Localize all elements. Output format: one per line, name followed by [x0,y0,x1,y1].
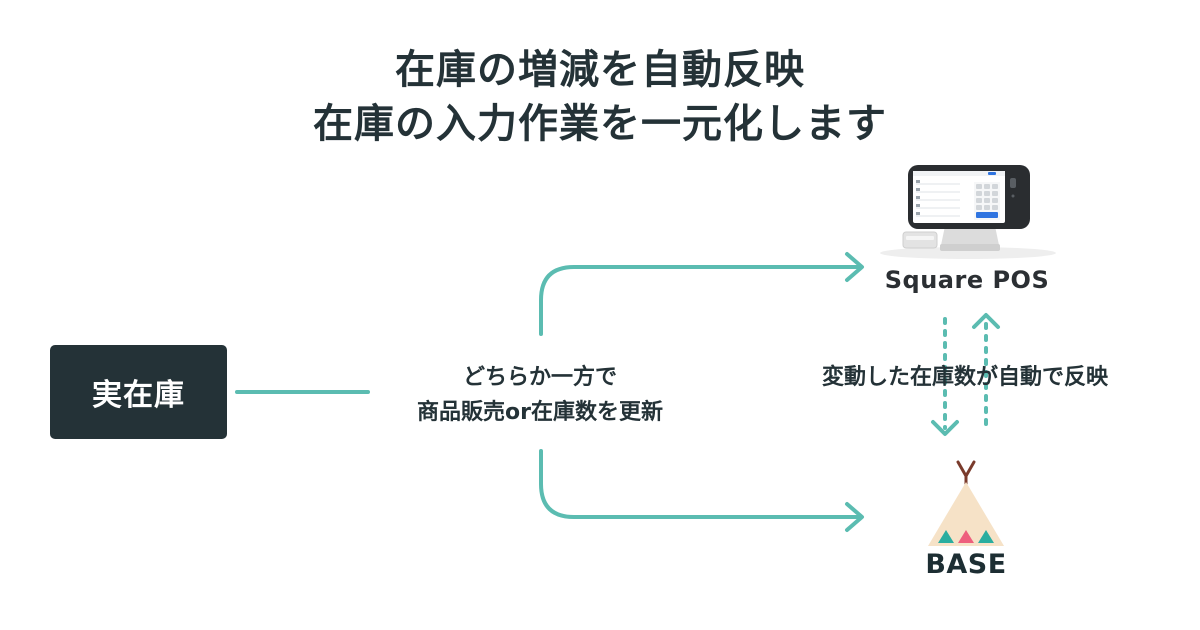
arrow-to-base [539,449,862,519]
stock-node-label: 実在庫 [92,378,185,413]
sync-arrow-down-head [931,420,959,436]
page-title-line-2: 在庫の入力作業を一元化します [313,101,887,147]
base-label: BASE [925,549,1007,580]
square-pos-label: Square POS [884,266,1050,294]
stock-node: 実在庫 [50,345,227,439]
arrow-head-square [845,252,864,282]
sync-caption: 変動した在庫数が自動で反映 [821,365,1108,390]
arrow-to-square [539,265,862,336]
update-caption-line-2: 商品販売or在庫数を更新 [417,400,663,425]
arrow-head-base [845,502,864,532]
sync-arrow-up-head [972,313,1000,329]
page-title-line-1: 在庫の増減を自動反映 [395,47,805,93]
update-caption-line-1: どちらか一方で [462,365,617,390]
